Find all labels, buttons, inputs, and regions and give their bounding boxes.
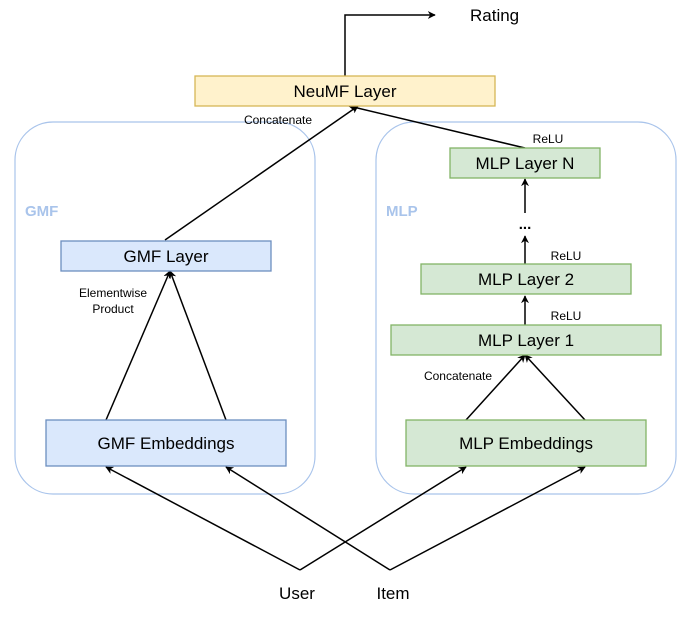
edge-gmf-emb-left-to-gmf-layer [105,270,171,421]
mlp-group-label: MLP [386,203,418,220]
edge-user-to-gmf-emb [105,466,301,571]
mlp-layer-n-label: MLP Layer N [476,154,575,173]
mlp-group [375,121,677,495]
node-mlp-layer-n: MLP Layer N [449,147,601,179]
gmf-embeddings-label: GMF Embeddings [98,434,235,453]
rating-label: Rating [470,6,519,25]
edge-label-elementwise-line1: Elementwise [79,286,147,300]
edge-label-concatenate-mlp: Concatenate [424,369,492,383]
item-label: Item [376,584,409,603]
gmf-group [14,121,316,495]
edge-label-relu-1: ReLU [551,309,582,323]
edge-item-to-gmf-emb [225,466,391,571]
edge-mlp-layer-n-to-neumf [348,103,526,149]
edge-gmf-layer-to-neumf [164,105,359,241]
edges [105,11,586,571]
mlp-layer-1-label: MLP Layer 1 [478,331,574,350]
edge-label-relu-n: ReLU [533,132,564,146]
mlp-ellipsis: ... [519,216,532,233]
node-mlp-layer-2: MLP Layer 2 [420,263,632,295]
node-gmf-embeddings: GMF Embeddings [45,419,287,467]
mlp-layer-2-label: MLP Layer 2 [478,270,574,289]
node-mlp-embeddings: MLP Embeddings [405,419,647,467]
edge-mlp-emb-left-to-mlp-layer-1 [465,354,526,421]
gmf-layer-label: GMF Layer [123,247,208,266]
gmf-group-label: GMF [25,203,58,220]
edge-gmf-emb-right-to-gmf-layer [168,270,227,421]
mlp-embeddings-label: MLP Embeddings [459,434,593,453]
node-mlp-layer-1: MLP Layer 1 [390,324,662,356]
edge-mlp-emb-right-to-mlp-layer-1 [524,354,586,421]
edge-user-to-mlp-emb [299,466,467,571]
user-label: User [279,584,315,603]
edge-label-elementwise-line2: Product [92,302,134,316]
neumf-layer-label: NeuMF Layer [294,82,397,101]
edge-item-to-mlp-emb [389,466,586,571]
edge-label-concatenate-top: Concatenate [244,113,312,127]
edge-label-relu-2: ReLU [551,249,582,263]
edge-neumf-to-rating [344,11,436,76]
node-gmf-layer: GMF Layer [60,240,272,272]
node-neumf-layer: NeuMF Layer [194,75,496,107]
